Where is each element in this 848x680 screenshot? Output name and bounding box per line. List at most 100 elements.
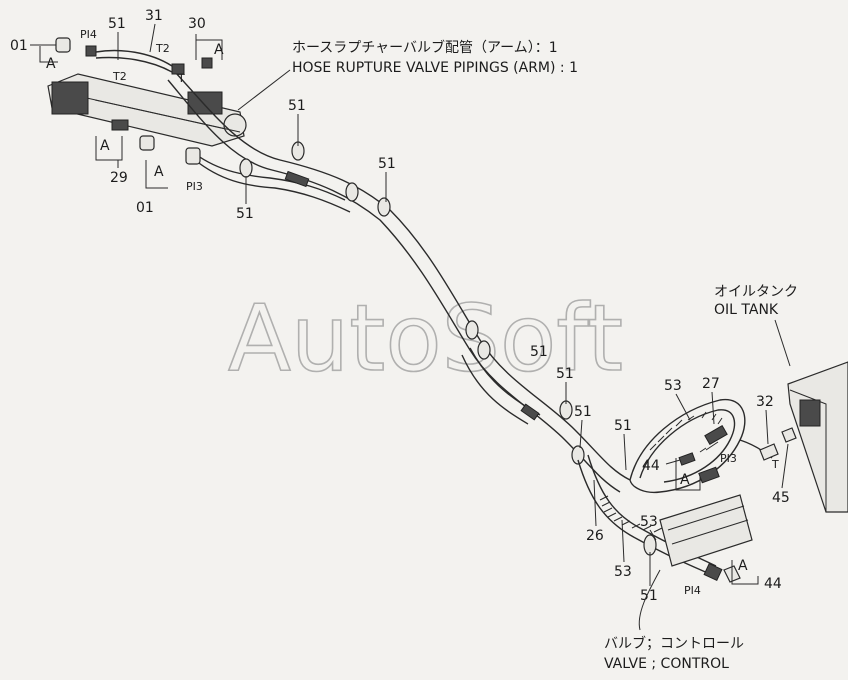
fitting-01-bottom [139, 135, 155, 151]
leader-32 [765, 409, 769, 445]
label-a-44-upper: A [680, 472, 690, 488]
leader-31 [149, 23, 156, 53]
watermark: AutoSoft [228, 285, 623, 392]
fitting-44-upper [698, 466, 720, 484]
control-valve-leader [638, 569, 661, 631]
label-45: 45 [772, 490, 790, 506]
label-51-top: 51 [108, 16, 126, 32]
oil-tank-label-jp: オイルタンク [714, 284, 798, 300]
hose-clamp-3 [345, 182, 359, 202]
leader-44-upper [665, 459, 681, 465]
label-51-f: 51 [574, 404, 592, 420]
label-a-top: A [46, 56, 56, 72]
label-53-top: 53 [664, 378, 682, 394]
label-51-a: 51 [288, 98, 306, 114]
bracket-a-44-lower [731, 560, 759, 585]
fitting-30 [201, 57, 213, 69]
label-51-c: 51 [236, 206, 254, 222]
title-jp: ホースラプチャーバルブ配管（アーム）：1 [292, 39, 558, 56]
label-01-bottom: 01 [136, 200, 154, 216]
label-27: 27 [702, 376, 720, 392]
label-44-upper: 44 [642, 458, 660, 474]
label-t-right: T [771, 458, 779, 471]
hose-end-fitting [703, 562, 723, 582]
leader-27 [711, 391, 715, 425]
label-32: 32 [756, 394, 774, 410]
arm-edge-line-2 [94, 99, 241, 133]
oil-tank-label-en: OIL TANK [714, 302, 779, 318]
bracket-a-29 [95, 136, 123, 161]
leader-53-bottom [621, 519, 625, 563]
hose-26-a [577, 459, 713, 576]
label-a-44-lower: A [738, 558, 748, 574]
hose-51-a [174, 71, 631, 481]
control-valve-spools [667, 505, 749, 545]
title-en: HOSE RUPTURE VALVE PIPINGS (ARM) : 1 [292, 60, 578, 76]
title-leader-line [237, 69, 291, 111]
part-number-labels: 01 A PI4 51 31 T2 T2 30 A T A 29 A 01 PI… [10, 8, 790, 604]
oil-tank-edge [789, 389, 827, 512]
hose-loop-inner [639, 409, 736, 483]
hose-51-d [194, 159, 351, 213]
hose-clamp-2 [239, 158, 253, 178]
label-pi4-top: PI4 [80, 28, 97, 41]
leader-51-g [623, 433, 627, 471]
bracket-a-01 [145, 160, 168, 189]
leader-45 [781, 443, 789, 489]
fitting-32 [759, 443, 779, 461]
bracket-a-top [39, 46, 58, 63]
label-31: 31 [145, 8, 163, 24]
label-t2-mid: T2 [112, 70, 127, 83]
control-valve [659, 452, 753, 567]
label-26: 26 [586, 528, 604, 544]
fitting-pi3 [185, 147, 201, 165]
hose-loop-53 [629, 398, 797, 494]
label-44-lower: 44 [764, 576, 782, 592]
valve-label-jp: バルブ；コントロール [604, 635, 744, 652]
label-53-bottom: 53 [614, 564, 632, 580]
fitting-01-top [55, 37, 71, 53]
oil-tank-leader [774, 319, 791, 367]
hose-clamp-5 [465, 320, 479, 340]
label-51-b: 51 [378, 156, 396, 172]
leader-53-mid [649, 529, 657, 541]
bracket-a-44-upper [675, 458, 701, 491]
fitting-44-upper-b [678, 452, 696, 466]
upper-left-fittings [55, 37, 213, 165]
oil-tank-port-block [799, 399, 821, 427]
fitting-27 [704, 424, 728, 446]
label-51-d: 51 [530, 344, 548, 360]
arm-assembly [47, 73, 247, 147]
arm-pin-boss [223, 113, 247, 137]
label-t-top: T [177, 72, 185, 85]
leader-53-top [675, 393, 691, 421]
hose-union-1 [284, 170, 310, 188]
valve-label-en: VALVE ; CONTROL [604, 656, 729, 672]
label-pi3-right: PI3 [720, 452, 737, 465]
hose-union-2 [520, 403, 540, 421]
label-29: 29 [110, 170, 128, 186]
label-pi3-top: PI3 [186, 180, 203, 193]
rupture-valve-block [51, 81, 89, 115]
label-a-01: A [154, 164, 164, 180]
label-53-mid: 53 [640, 514, 658, 530]
leader-51-f [579, 419, 583, 449]
hose-clamp-4 [377, 197, 391, 217]
hose-clamp-6 [477, 340, 491, 360]
oil-tank-body [787, 361, 848, 513]
label-51-e: 51 [556, 366, 574, 382]
hose-bundle-51 [167, 71, 631, 493]
label-a-30: A [214, 42, 224, 58]
fitting-29 [111, 119, 129, 131]
label-30: 30 [188, 16, 206, 32]
label-pi4-bottom: PI4 [684, 584, 701, 597]
hose-31-b [95, 56, 173, 73]
leader-26 [593, 479, 597, 527]
hose-51-f [461, 354, 529, 425]
bracket-30 [195, 34, 223, 60]
hose-clamp-8 [571, 445, 585, 465]
oil-tank [774, 319, 848, 513]
fitting-t2 [171, 63, 185, 75]
